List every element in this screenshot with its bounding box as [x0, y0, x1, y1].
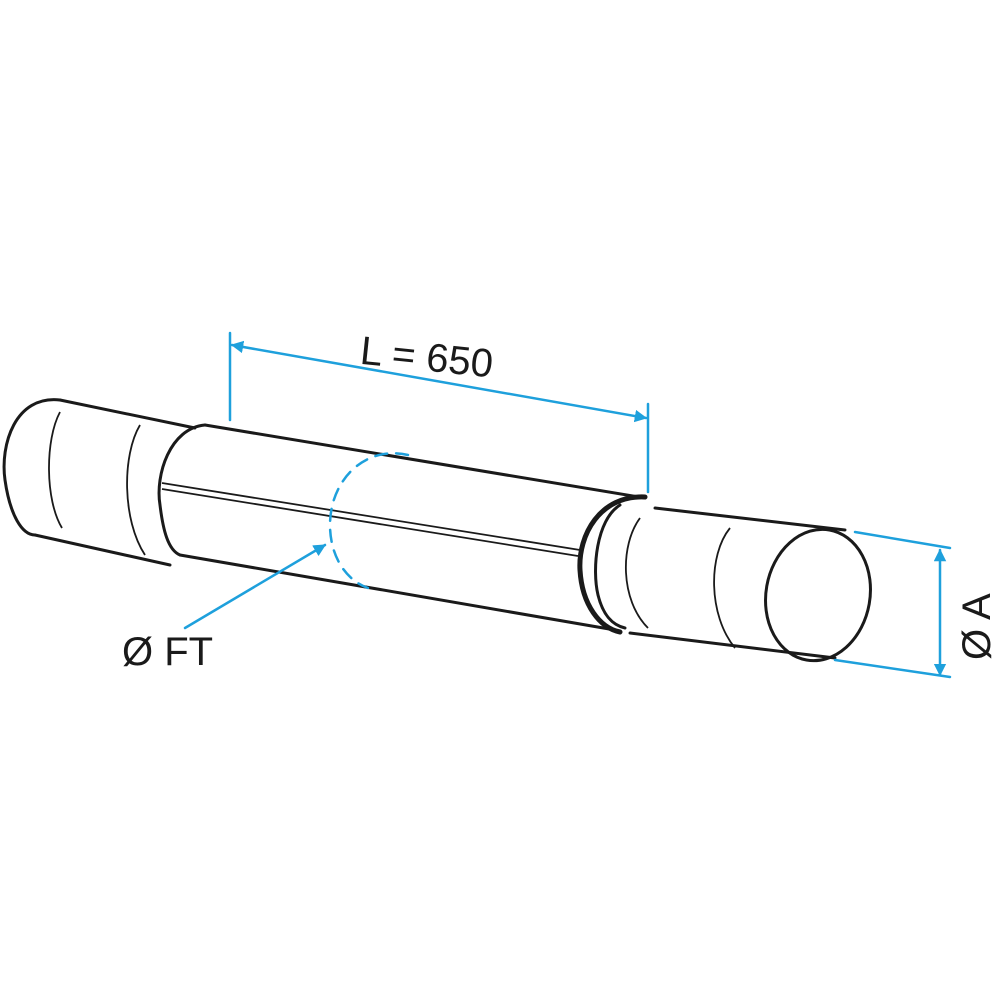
pipe-end-face: [764, 527, 872, 663]
internal-diameter-dashed: [328, 452, 410, 590]
outer-diameter-dimension: Ø A: [833, 530, 999, 679]
length-dimension: L = 650: [228, 329, 650, 494]
fitting-diameter-label: Ø FT: [122, 630, 213, 674]
left-pipe-end: [2, 398, 197, 567]
right-collar: [577, 494, 648, 635]
length-label: L = 650: [358, 329, 495, 387]
outer-diameter-label: Ø A: [955, 593, 999, 660]
fitting-diameter-dimension: Ø FT: [122, 543, 327, 674]
right-pipe-end: [625, 506, 872, 663]
connector-body: [157, 423, 647, 632]
seam-line: [161, 482, 581, 551]
